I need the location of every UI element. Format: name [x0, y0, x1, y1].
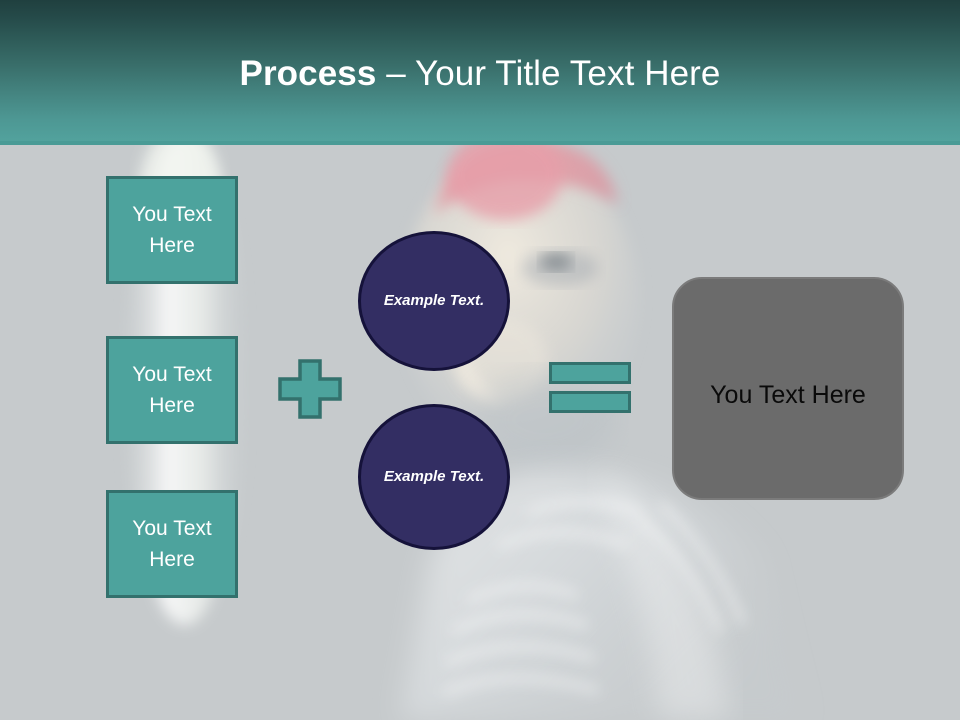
input-box-3[interactable]: You Text Here: [106, 490, 238, 598]
result-box-label: You Text Here: [710, 380, 866, 409]
page-title-strong: Process: [239, 54, 377, 93]
input-box-1[interactable]: You Text Here: [106, 176, 238, 284]
example-circle-2-label: Example Text.: [383, 468, 485, 485]
result-box[interactable]: You Text Here: [672, 277, 904, 500]
title-band: [0, 0, 960, 141]
title-band-rule: [0, 141, 960, 145]
example-circle-1-label: Example Text.: [383, 292, 485, 309]
input-box-2-label: You Text Here: [132, 363, 212, 417]
input-box-2[interactable]: You Text Here: [106, 336, 238, 444]
input-box-1-label: You Text Here: [132, 203, 212, 257]
plus-icon: [278, 359, 342, 419]
example-circle-1[interactable]: Example Text.: [358, 231, 510, 371]
equals-icon: [549, 362, 631, 413]
page-title-rest: – Your Title Text Here: [376, 54, 721, 93]
equals-bar-bottom: [549, 391, 631, 413]
page-title: Process – Your Title Text Here: [0, 52, 960, 96]
input-box-3-label: You Text Here: [132, 517, 212, 571]
equals-bar-top: [549, 362, 631, 384]
example-circle-2[interactable]: Example Text.: [358, 404, 510, 550]
